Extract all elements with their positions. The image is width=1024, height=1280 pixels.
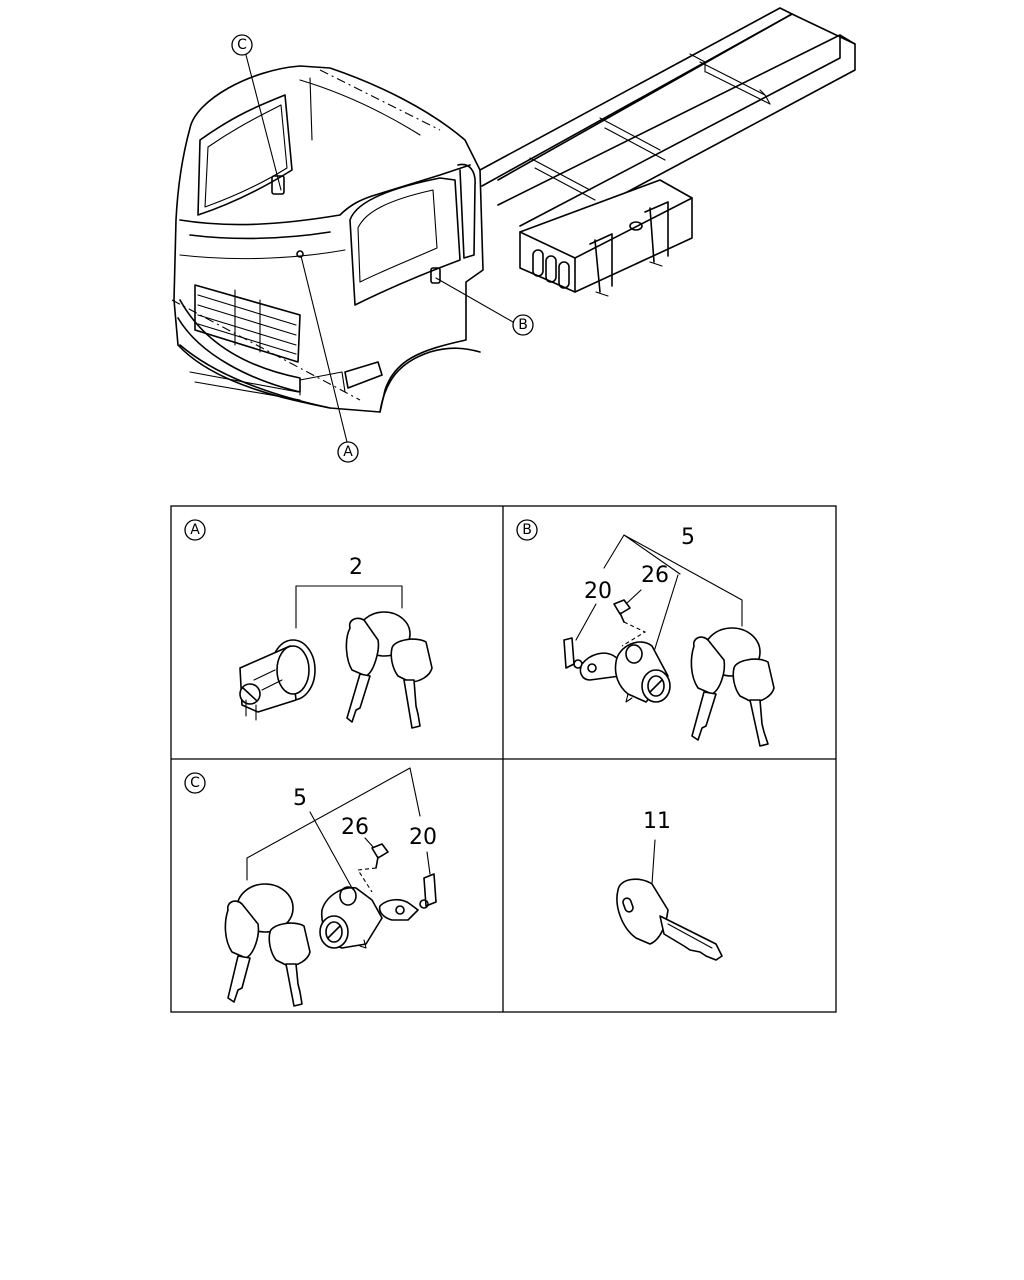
bolt (613, 599, 647, 647)
bolt (357, 843, 389, 893)
part-number-5: 5 (293, 786, 307, 811)
key-pair (345, 611, 433, 729)
part-number-5: 5 (681, 525, 695, 550)
truck-cab (171, 65, 484, 413)
lock-cylinder (579, 641, 671, 703)
panel-d: 11 (616, 809, 723, 961)
panel-b-callout: B (522, 522, 532, 538)
truck-illustration (171, 7, 856, 413)
panel-a: A 2 (184, 519, 433, 729)
part-number-2: 2 (349, 555, 363, 580)
clip (563, 637, 583, 669)
callout-c-overview: C (231, 34, 253, 56)
callout-b-overview: B (512, 314, 534, 336)
callout-a-overview: A (337, 441, 359, 463)
key-pair (690, 627, 775, 747)
callout-a-label: A (343, 444, 353, 460)
fuel-tank (519, 179, 693, 297)
part-number-26: 26 (341, 815, 369, 840)
part-number-11: 11 (643, 809, 671, 834)
key-pair (224, 883, 311, 1007)
callout-c-label: C (237, 37, 247, 53)
panel-a-callout: A (190, 522, 200, 538)
key-blank (616, 878, 723, 961)
clip (419, 873, 437, 909)
panel-b: B 5 26 20 (516, 519, 775, 747)
callout-b-label: B (518, 317, 528, 333)
panel-c: C 5 26 20 (184, 767, 437, 1007)
lock-cylinder (239, 639, 316, 721)
panel-c-callout: C (190, 775, 200, 791)
part-number-20: 20 (409, 825, 437, 850)
part-number-26: 26 (641, 563, 669, 588)
chassis-frame (479, 7, 856, 237)
lock-cylinder (319, 886, 419, 949)
part-number-20: 20 (584, 579, 612, 604)
